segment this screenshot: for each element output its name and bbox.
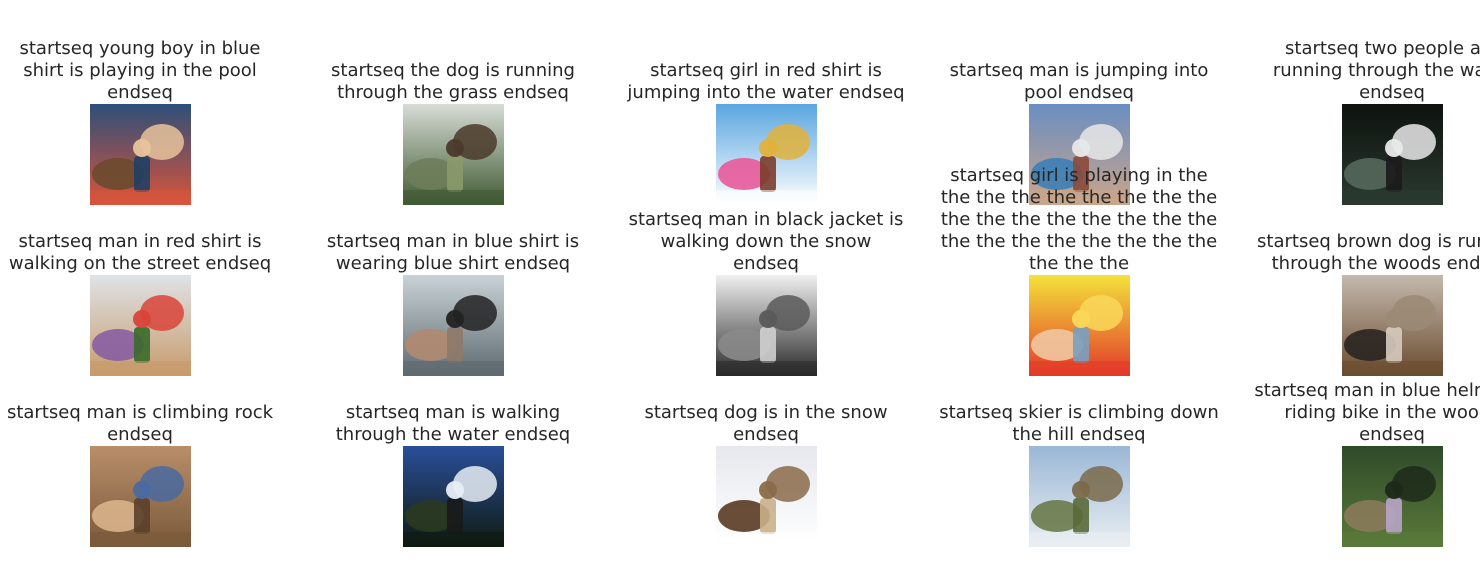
- snowy-woods-path-photo: [716, 275, 817, 376]
- caption-text: startseq girl is playing in the the the …: [940, 165, 1218, 274]
- photo-illustration: [716, 446, 817, 547]
- caption-cell: startseq the dog is running through the …: [313, 0, 593, 205]
- photo-illustration: [1029, 275, 1130, 376]
- bike-trail-woods-photo: [1342, 446, 1443, 547]
- photo-illustration: [1342, 104, 1443, 205]
- caption-cell: startseq man is jumping into pool endseq: [939, 0, 1219, 205]
- caption-text: startseq young boy in blue shirt is play…: [19, 38, 261, 103]
- child-in-colorful-coat-photo: [90, 275, 191, 376]
- people-in-dark-water-photo: [1342, 104, 1443, 205]
- mountain-valley-photo: [1029, 446, 1130, 547]
- caption-cell: startseq dog is in the snow endseq: [626, 342, 906, 547]
- caption-text: startseq man in blue helmet is riding bi…: [1254, 380, 1480, 445]
- photo-illustration: [1342, 275, 1443, 376]
- caption-cell: startseq man is walking through the wate…: [313, 342, 593, 547]
- caption-text: startseq man is walking through the wate…: [335, 402, 571, 445]
- caption-cell: startseq brown dog is running through th…: [1252, 171, 1480, 376]
- caption-cell: startseq two people are running through …: [1252, 0, 1480, 205]
- photo-illustration: [90, 275, 191, 376]
- photo-illustration: [90, 446, 191, 547]
- caption-cell: startseq man in red shirt is walking on …: [0, 171, 280, 376]
- caption-cell: startseq skier is climbing down the hill…: [939, 342, 1219, 547]
- caption-text: startseq man is climbing rock endseq: [6, 402, 274, 445]
- photo-illustration: [716, 275, 817, 376]
- caption-text: startseq skier is climbing down the hill…: [939, 402, 1219, 445]
- photo-illustration: [1342, 446, 1443, 547]
- caption-text: startseq brown dog is running through th…: [1257, 231, 1480, 274]
- dog-digging-snow-photo: [716, 446, 817, 547]
- caption-text: startseq dog is in the snow endseq: [644, 402, 888, 445]
- caption-cell: startseq girl in red shirt is jumping in…: [626, 0, 906, 205]
- dog-jumping-fence-photo: [1342, 275, 1443, 376]
- caption-text: startseq man in red shirt is walking on …: [8, 231, 272, 274]
- dog-in-forest-photo: [403, 104, 504, 205]
- people-at-pool-photo: [1029, 104, 1130, 205]
- photo-illustration: [90, 104, 191, 205]
- caption-text: startseq the dog is running through the …: [331, 60, 575, 103]
- caption-text: startseq two people are running through …: [1272, 38, 1480, 103]
- girl-on-swing-photo: [716, 104, 817, 205]
- rock-climber-photo: [90, 446, 191, 547]
- man-in-waders-photo: [403, 275, 504, 376]
- photo-illustration: [403, 446, 504, 547]
- caption-cell: startseq man in blue shirt is wearing bl…: [313, 171, 593, 376]
- child-in-play-tube-photo: [1029, 275, 1130, 376]
- photo-illustration: [403, 275, 504, 376]
- caption-text: startseq man in blue shirt is wearing bl…: [326, 231, 580, 274]
- photo-illustration: [716, 104, 817, 205]
- caption-cell: startseq man in blue helmet is riding bi…: [1252, 342, 1480, 547]
- caption-cell: startseq man is climbing rock endseq: [0, 342, 280, 547]
- photo-illustration: [403, 104, 504, 205]
- boy-in-pool-photo: [90, 104, 191, 205]
- photo-illustration: [1029, 104, 1130, 205]
- caption-cell: startseq young boy in blue shirt is play…: [0, 0, 280, 205]
- caption-text: startseq man in black jacket is walking …: [628, 209, 904, 274]
- caption-text: startseq girl in red shirt is jumping in…: [627, 60, 905, 103]
- caption-cell: startseq girl is playing in the the the …: [939, 165, 1219, 376]
- caption-cell: startseq man in black jacket is walking …: [626, 171, 906, 376]
- caption-text: startseq man is jumping into pool endseq: [949, 60, 1209, 103]
- snow-under-trees-photo: [403, 446, 504, 547]
- photo-illustration: [1029, 446, 1130, 547]
